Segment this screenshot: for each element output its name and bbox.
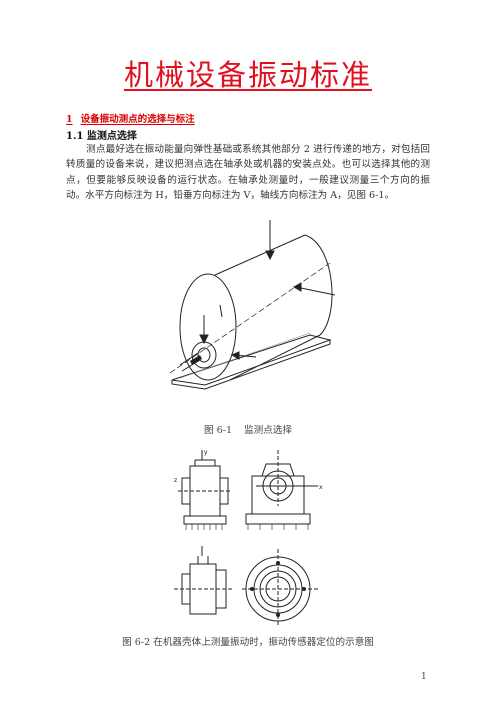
section-1-heading: 1 设备振动测点的选择与标注 xyxy=(66,111,195,125)
figure-6-1-label: 图 6-1 xyxy=(203,425,233,436)
section-1-number: 1 xyxy=(66,114,73,125)
document-title: 机械设备振动标准 xyxy=(123,58,372,92)
axis-label-z: z xyxy=(174,477,177,484)
figure-6-2-caption: 图 6-2 在机器壳体上测量振动时，振动传感器定位的示意图 xyxy=(122,637,374,648)
axis-label-y: y xyxy=(204,449,208,456)
section-1-text: 设备振动测点的选择与标注 xyxy=(80,114,195,125)
section-1-1-heading: 1.1 监测点选择 xyxy=(66,131,137,142)
page-number: 1 xyxy=(421,672,427,682)
axis-label-x: x xyxy=(319,484,323,491)
body-paragraph-text: 测点最好选在振动能量向弹性基础或系统其他部分 2 进行传递的地方，对包括回转质量… xyxy=(66,144,430,201)
figure-6-1-drawing xyxy=(169,220,336,390)
figure-6-1-caption: 图 6-1 监测点选择 xyxy=(0,422,496,436)
figure-6-2-drawing: y z x xyxy=(174,449,323,626)
body-paragraph: 测点最好选在振动能量向弹性基础或系统其他部分 2 进行传递的地方，对包括回转质量… xyxy=(66,142,430,203)
figure-6-1-caption-text: 监测点选择 xyxy=(244,425,293,436)
